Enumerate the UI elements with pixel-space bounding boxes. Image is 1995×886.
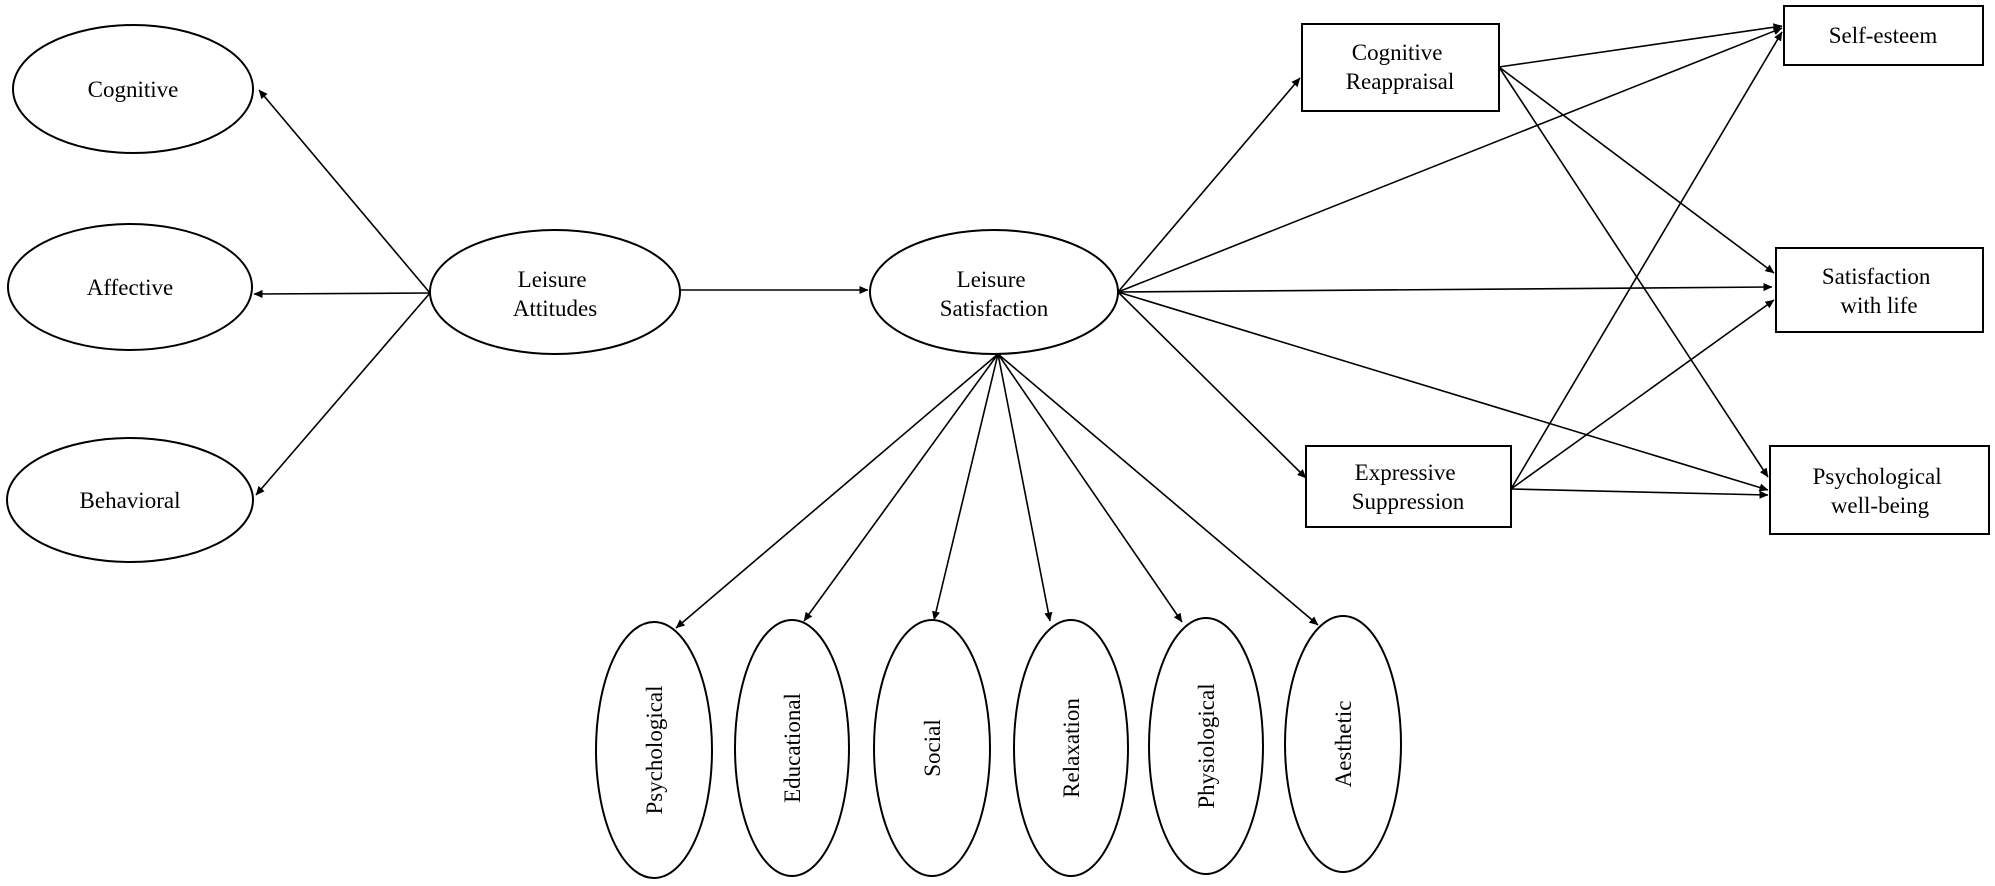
node-cognitive-reappraisal-box bbox=[1301, 23, 1500, 112]
node-satisfaction-with-life: Satisfaction with life bbox=[1775, 247, 1984, 333]
arrow-reappraisal-to-life-satisfaction bbox=[1498, 66, 1775, 274]
node-behavioral: Behavioral bbox=[6, 437, 254, 563]
node-expressive-suppression-line-2: Suppression bbox=[1352, 489, 1465, 514]
arrows bbox=[253, 23, 1783, 629]
node-psychological-well-being-box bbox=[1769, 445, 1990, 535]
node-leisure-attitudes-label: Leisure Attitudes bbox=[513, 267, 597, 321]
arrow-attitudes-to-behavioral bbox=[255, 292, 431, 496]
arrow-satisfaction-to-self-esteem bbox=[1117, 27, 1783, 293]
node-satisfaction-with-life-line-2: with life bbox=[1840, 293, 1917, 318]
arrow-satisfaction-to-suppression bbox=[1117, 291, 1307, 479]
arrow-attitudes-to-affective bbox=[253, 289, 431, 299]
node-expressive-suppression-box bbox=[1305, 445, 1512, 528]
node-cognitive-reappraisal-line-2: Reappraisal bbox=[1346, 69, 1455, 94]
node-leisure-satisfaction-label: Leisure Satisfaction bbox=[940, 267, 1049, 321]
node-expressive-suppression: Expressive Suppression bbox=[1305, 445, 1512, 528]
node-physiological: Physiological bbox=[1148, 617, 1264, 875]
node-psychological: Psychological bbox=[595, 621, 713, 879]
node-physiological-line: Physiological bbox=[1194, 683, 1219, 808]
arrow-satisfaction-to-social bbox=[932, 353, 999, 621]
node-psychological-line: Psychological bbox=[642, 685, 667, 814]
node-social-ellipse bbox=[873, 619, 991, 877]
node-leisure-satisfaction-ellipse bbox=[869, 229, 1119, 355]
arrow-attitudes-to-cognitive bbox=[258, 89, 431, 294]
node-expressive-suppression-line-1: Expressive bbox=[1355, 460, 1456, 485]
node-cognitive-reappraisal-label: Cognitive Reappraisal bbox=[1346, 40, 1455, 94]
node-satisfaction-with-life-label: Satisfaction with life bbox=[1822, 264, 1936, 318]
node-behavioral-line: Behavioral bbox=[80, 488, 181, 513]
node-leisure-satisfaction: Leisure Satisfaction bbox=[869, 229, 1119, 355]
arrow-suppression-to-well-being bbox=[1510, 488, 1769, 499]
node-cognitive-line: Cognitive bbox=[88, 77, 179, 102]
node-satisfaction-with-life-box bbox=[1775, 247, 1984, 333]
node-cognitive-reappraisal: Cognitive Reappraisal bbox=[1301, 23, 1500, 112]
node-psychological-well-being-line-1: Psychological bbox=[1813, 464, 1942, 489]
node-cognitive: Cognitive bbox=[12, 24, 254, 154]
arrow-suppression-to-self-esteem bbox=[1510, 31, 1783, 490]
node-educational-line: Educational bbox=[780, 693, 805, 803]
node-psychological-well-being: Psychological well-being bbox=[1769, 445, 1990, 535]
arrow-satisfaction-to-psychological bbox=[675, 353, 999, 629]
node-behavioral-ellipse bbox=[6, 437, 254, 563]
node-leisure-satisfaction-line-1: Leisure bbox=[957, 267, 1026, 292]
arrow-reappraisal-to-well-being bbox=[1498, 66, 1769, 478]
node-behavioral-label: Behavioral bbox=[80, 488, 181, 513]
node-self-esteem-line: Self-esteem bbox=[1829, 23, 1938, 48]
node-cognitive-label: Cognitive bbox=[88, 77, 179, 102]
node-psychological-label: Psychological bbox=[642, 685, 667, 814]
node-self-esteem: Self-esteem bbox=[1783, 5, 1984, 66]
node-affective: Affective bbox=[7, 223, 253, 351]
node-satisfaction-with-life-line-1: Satisfaction bbox=[1822, 264, 1931, 289]
node-cognitive-ellipse bbox=[12, 24, 254, 154]
arrow-satisfaction-to-aesthetic bbox=[997, 353, 1319, 626]
node-psychological-well-being-line-2: well-being bbox=[1831, 493, 1930, 518]
node-leisure-satisfaction-line-2: Satisfaction bbox=[940, 296, 1049, 321]
node-educational-ellipse bbox=[734, 619, 850, 877]
node-physiological-label: Physiological bbox=[1194, 683, 1219, 808]
node-relaxation-ellipse bbox=[1013, 619, 1129, 877]
node-relaxation: Relaxation bbox=[1013, 619, 1129, 877]
arrow-satisfaction-to-life-satisfaction bbox=[1117, 283, 1773, 293]
node-relaxation-line: Relaxation bbox=[1059, 698, 1084, 798]
node-leisure-attitudes-line-2: Attitudes bbox=[513, 296, 597, 321]
node-educational: Educational bbox=[734, 619, 850, 877]
node-relaxation-label: Relaxation bbox=[1059, 698, 1084, 798]
node-psychological-ellipse bbox=[595, 621, 713, 879]
node-aesthetic-line: Aesthetic bbox=[1331, 701, 1356, 788]
node-leisure-attitudes: Leisure Attitudes bbox=[429, 229, 681, 355]
node-physiological-ellipse bbox=[1148, 617, 1264, 875]
arrow-satisfaction-to-educational bbox=[803, 353, 999, 622]
node-educational-label: Educational bbox=[780, 693, 805, 803]
node-social: Social bbox=[873, 619, 991, 877]
node-affective-label: Affective bbox=[87, 275, 173, 300]
node-aesthetic-ellipse bbox=[1284, 615, 1402, 873]
arrow-satisfaction-to-well-being bbox=[1117, 291, 1769, 492]
node-social-label: Social bbox=[920, 719, 945, 777]
node-affective-ellipse bbox=[7, 223, 253, 351]
node-expressive-suppression-label: Expressive Suppression bbox=[1352, 460, 1465, 514]
node-aesthetic: Aesthetic bbox=[1284, 615, 1402, 873]
node-self-esteem-box bbox=[1783, 5, 1984, 66]
node-leisure-attitudes-ellipse bbox=[429, 229, 681, 355]
arrow-satisfaction-to-relaxation bbox=[997, 353, 1053, 622]
arrow-suppression-to-life-satisfaction bbox=[1510, 299, 1775, 490]
node-aesthetic-label: Aesthetic bbox=[1331, 701, 1356, 788]
arrow-satisfaction-to-reappraisal bbox=[1117, 77, 1301, 293]
arrow-reappraisal-to-self-esteem bbox=[1498, 23, 1783, 68]
node-affective-line: Affective bbox=[87, 275, 173, 300]
node-psychological-well-being-label: Psychological well-being bbox=[1813, 464, 1948, 518]
node-cognitive-reappraisal-line-1: Cognitive bbox=[1352, 40, 1443, 65]
node-social-line: Social bbox=[920, 719, 945, 777]
node-self-esteem-label: Self-esteem bbox=[1829, 23, 1938, 48]
arrow-satisfaction-to-physiological bbox=[997, 353, 1183, 623]
node-leisure-attitudes-line-1: Leisure bbox=[518, 267, 587, 292]
